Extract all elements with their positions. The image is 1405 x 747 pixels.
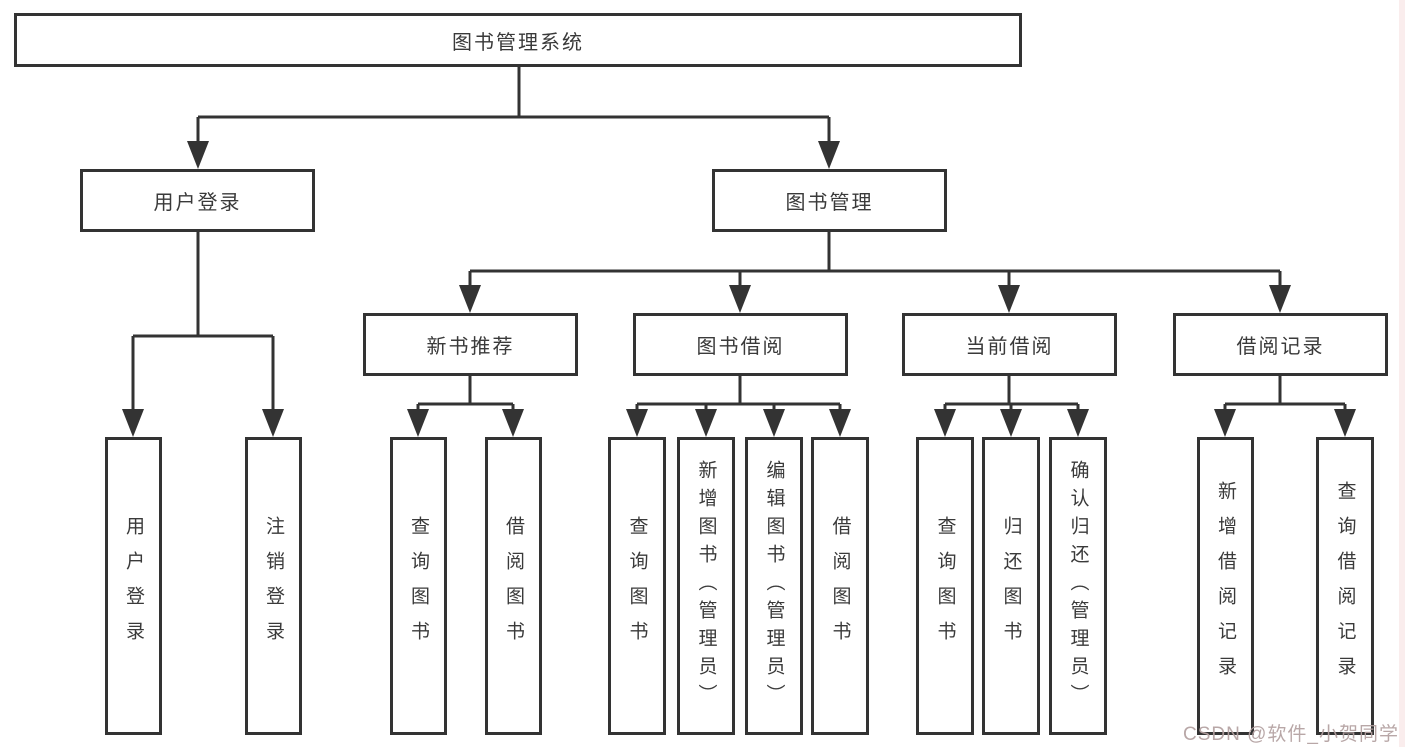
arrow-down-icon (818, 141, 840, 169)
edge-borrowrecord-to-leaves (1214, 376, 1356, 437)
leaf-user-login-label: 用户登录 (123, 516, 144, 656)
leaf-logout-label: 注销登录 (263, 516, 284, 656)
arrow-down-icon (998, 285, 1020, 313)
arrow-down-icon (695, 409, 717, 437)
node-new-book-recommend-label: 新书推荐 (426, 336, 515, 358)
arrow-down-icon (1214, 409, 1236, 437)
arrow-down-icon (122, 409, 144, 437)
arrow-down-icon (262, 409, 284, 437)
leaf-query-book-current-label: 查询图书 (934, 516, 956, 656)
node-book-management-label: 图书管理 (785, 192, 874, 214)
edge-bookborrow-to-leaves (626, 376, 851, 437)
arrow-down-icon (1334, 409, 1356, 437)
node-user-login-label: 用户登录 (153, 192, 242, 214)
leaf-query-book-recommend-label: 查询图书 (408, 516, 429, 656)
node-borrow-record-label: 借阅记录 (1236, 336, 1325, 358)
arrow-down-icon (626, 409, 648, 437)
leaf-user-login: 用户登录 (105, 437, 162, 735)
leaf-return-book: 归还图书 (982, 437, 1040, 735)
arrow-down-icon (1269, 285, 1291, 313)
arrow-down-icon (459, 285, 481, 313)
leaf-borrow-book-recommend-label: 借阅图书 (503, 516, 524, 656)
leaf-borrow-book-label: 借阅图书 (829, 516, 851, 656)
leaf-add-borrow-record-label: 新增借阅记录 (1215, 481, 1236, 691)
leaf-query-book-current: 查询图书 (916, 437, 974, 735)
leaf-confirm-return-admin: 确认归还（管理员） (1049, 437, 1107, 735)
arrow-down-icon (763, 409, 785, 437)
node-borrow-record: 借阅记录 (1173, 313, 1388, 376)
edge-root-to-level2 (187, 67, 840, 169)
leaf-query-borrow-record-label: 查询借阅记录 (1334, 481, 1356, 691)
node-root: 图书管理系统 (14, 13, 1022, 67)
arrow-down-icon (1000, 409, 1022, 437)
node-book-borrow: 图书借阅 (633, 313, 848, 376)
leaf-logout: 注销登录 (245, 437, 302, 735)
right-edge-tint (1399, 0, 1405, 747)
leaf-query-book-recommend: 查询图书 (390, 437, 447, 735)
arrow-down-icon (502, 409, 524, 437)
leaf-add-borrow-record: 新增借阅记录 (1197, 437, 1254, 735)
leaf-add-book-admin: 新增图书（管理员） (677, 437, 735, 735)
node-new-book-recommend: 新书推荐 (363, 313, 578, 376)
arrow-down-icon (1067, 409, 1089, 437)
leaf-query-book-borrow-label: 查询图书 (626, 516, 648, 656)
node-user-login: 用户登录 (80, 169, 315, 232)
edge-currentborrow-to-leaves (934, 376, 1089, 437)
leaf-query-borrow-record: 查询借阅记录 (1316, 437, 1374, 735)
arrow-down-icon (829, 409, 851, 437)
node-root-label: 图书管理系统 (452, 31, 584, 54)
node-current-borrow-label: 当前借阅 (965, 336, 1054, 358)
edge-bookmgmt-to-level3 (459, 232, 1291, 313)
arrow-down-icon (729, 285, 751, 313)
watermark: CSDN @软件_小贺同学 (1183, 724, 1399, 745)
leaf-query-book-borrow: 查询图书 (608, 437, 666, 735)
leaf-confirm-return-admin-label: 确认归还（管理员） (1067, 460, 1089, 712)
node-book-management: 图书管理 (712, 169, 947, 232)
leaf-return-book-label: 归还图书 (1000, 516, 1022, 656)
leaf-add-book-admin-label: 新增图书（管理员） (695, 460, 717, 712)
leaf-edit-book-admin: 编辑图书（管理员） (745, 437, 803, 735)
arrow-down-icon (407, 409, 429, 437)
arrow-down-icon (187, 141, 209, 169)
node-book-borrow-label: 图书借阅 (696, 336, 785, 358)
leaf-edit-book-admin-label: 编辑图书（管理员） (763, 460, 785, 712)
edge-userlogin-to-leaves (122, 232, 284, 437)
node-current-borrow: 当前借阅 (902, 313, 1117, 376)
edge-newbookrec-to-leaves (407, 376, 524, 437)
arrow-down-icon (934, 409, 956, 437)
leaf-borrow-book-recommend: 借阅图书 (485, 437, 542, 735)
leaf-borrow-book: 借阅图书 (811, 437, 869, 735)
